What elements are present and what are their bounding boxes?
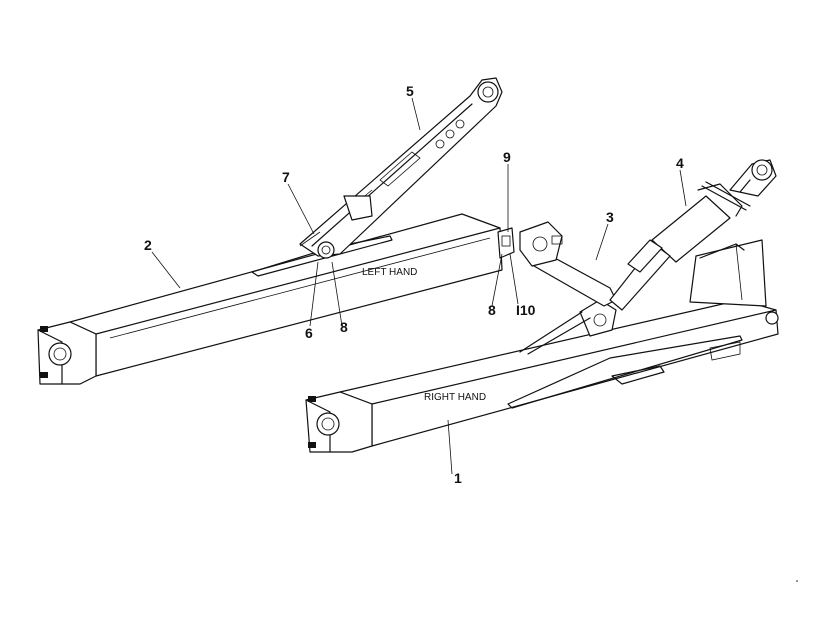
callout-9: 9 xyxy=(503,149,511,165)
hydraulic-cylinder xyxy=(609,159,777,311)
right-hand-arm xyxy=(305,239,779,453)
leader-lines xyxy=(151,97,687,475)
callout-2: 2 xyxy=(144,237,152,253)
left-hand-arm xyxy=(37,213,515,385)
callout-10: I10 xyxy=(516,302,536,318)
callout-3: 3 xyxy=(606,209,614,225)
lower-link xyxy=(519,221,617,307)
callout-4: 4 xyxy=(676,155,684,171)
stray-mark xyxy=(796,580,798,582)
right-hand-label: RIGHT HAND xyxy=(424,392,486,403)
upper-link xyxy=(299,77,503,259)
callout-7: 7 xyxy=(282,169,290,185)
left-hand-label: LEFT HAND xyxy=(362,267,417,278)
callout-8-left: 8 xyxy=(340,319,348,335)
callout-6: 6 xyxy=(305,325,313,341)
callout-8-right: 8 xyxy=(488,302,496,318)
callout-1: 1 xyxy=(454,470,462,486)
callout-5: 5 xyxy=(406,83,414,99)
